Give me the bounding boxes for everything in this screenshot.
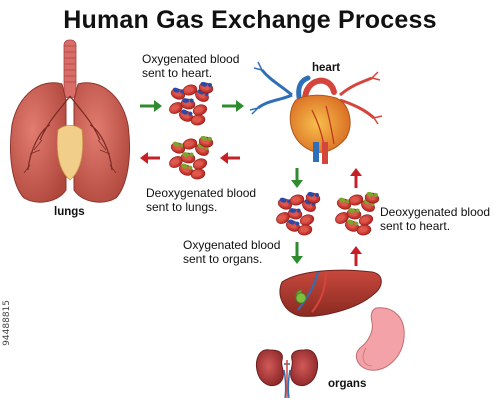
caption-line: Deoxygenated blood	[146, 186, 257, 200]
red-blood-cell	[179, 163, 193, 176]
red-blood-cell	[182, 138, 198, 150]
caption-oxy-to-heart: Oxygenated blood sent to heart.	[142, 52, 239, 80]
arrow-oxy-down-to-organs	[291, 242, 303, 264]
caption-oxy-to-organs: Oxygenated blood sent to organs.	[183, 238, 280, 266]
gas-molecule	[373, 192, 378, 197]
red-blood-cell	[190, 168, 206, 180]
deoxygenated-cells-left	[169, 135, 214, 180]
gas-molecule	[288, 219, 295, 225]
arrow-heart-down-oxy	[291, 168, 303, 188]
red-blood-cell	[289, 194, 305, 206]
caption-line: sent to organs.	[183, 252, 263, 266]
red-blood-cell	[180, 98, 196, 110]
caption-line: sent to lungs.	[146, 200, 218, 214]
label-organs: organs	[328, 378, 367, 390]
gas-molecule	[172, 141, 180, 147]
red-blood-cell	[192, 158, 208, 170]
label-heart: heart	[312, 62, 341, 74]
gas-molecule	[189, 98, 194, 103]
red-blood-cell	[198, 81, 214, 94]
deoxygenated-cells-right	[335, 191, 380, 236]
caption-line: Deoxygenated blood	[380, 205, 491, 219]
red-blood-cell	[286, 219, 300, 232]
red-blood-cell	[170, 141, 186, 154]
gas-molecule	[338, 197, 346, 203]
arrow-lungs-to-oxy-cells	[140, 100, 162, 112]
diagram-title: Human Gas Exchange Process	[63, 6, 437, 34]
red-blood-cell	[305, 191, 321, 204]
gas-molecule	[207, 82, 212, 87]
label-lungs: lungs	[54, 206, 85, 218]
caption-line: sent to heart.	[380, 219, 451, 233]
gas-molecule	[200, 81, 208, 87]
gas-molecule	[354, 221, 359, 226]
gas-molecule	[189, 152, 194, 157]
caption-deoxy-to-lungs: Deoxygenated blood sent to lungs.	[146, 186, 256, 214]
gas-molecule	[182, 152, 190, 157]
heart-illustration	[249, 61, 383, 164]
caption-line: Oxygenated blood	[183, 238, 281, 252]
gas-molecule	[182, 98, 190, 103]
arrow-organs-up-deoxy	[350, 246, 362, 266]
red-blood-cell	[169, 102, 183, 114]
red-blood-cell	[182, 84, 198, 96]
red-blood-cell	[287, 208, 303, 220]
gas-molecule	[200, 135, 208, 141]
gas-molecule	[181, 109, 188, 115]
red-blood-cell	[345, 219, 359, 232]
gas-molecule	[314, 192, 319, 197]
kidneys-illustration	[256, 349, 318, 399]
red-blood-cell	[170, 87, 186, 100]
gas-molecule	[348, 208, 356, 213]
oxygenated-cells-top	[169, 81, 214, 126]
lungs-illustration	[10, 39, 130, 203]
arrow-heart-to-deoxy-cells-left	[220, 152, 240, 164]
gas-molecule	[296, 208, 301, 213]
red-blood-cell	[198, 135, 214, 148]
oxygenated-cells-right	[276, 191, 321, 236]
gas-molecule	[347, 219, 354, 225]
red-blood-cell	[346, 208, 362, 220]
gas-molecule	[289, 208, 297, 213]
caption-line: Oxygenated blood	[142, 52, 240, 66]
caption-line: sent to heart.	[142, 66, 213, 80]
red-blood-cell	[364, 191, 380, 204]
stomach-illustration	[355, 307, 405, 371]
arrow-deoxy-up-to-heart	[350, 168, 362, 188]
gas-molecule	[188, 165, 193, 170]
red-blood-cell	[335, 212, 349, 224]
stock-id: 94488815	[2, 300, 12, 346]
arrow-deoxy-cells-to-lungs	[140, 152, 160, 164]
gas-molecule	[295, 221, 300, 226]
gas-molecule	[207, 136, 212, 141]
arrow-oxy-cells-to-heart	[222, 100, 244, 112]
red-blood-cell	[299, 214, 315, 226]
gas-molecule	[366, 191, 374, 197]
gas-molecule	[279, 197, 287, 203]
caption-deoxy-to-heart: Deoxygenated blood sent to heart.	[380, 205, 490, 233]
red-blood-cell	[358, 214, 374, 226]
red-blood-cell	[297, 224, 313, 236]
red-blood-cell	[276, 212, 290, 224]
red-blood-cell	[180, 152, 196, 164]
gas-molecule	[181, 163, 188, 169]
red-blood-cell	[192, 104, 208, 116]
red-blood-cell	[356, 224, 372, 236]
red-blood-cell	[190, 114, 206, 126]
gas-molecule	[188, 111, 193, 116]
gas-molecule	[307, 191, 315, 197]
gas-molecule	[172, 87, 180, 93]
red-blood-cell	[348, 194, 364, 206]
gas-molecule	[355, 208, 360, 213]
liver-illustration	[279, 269, 382, 317]
